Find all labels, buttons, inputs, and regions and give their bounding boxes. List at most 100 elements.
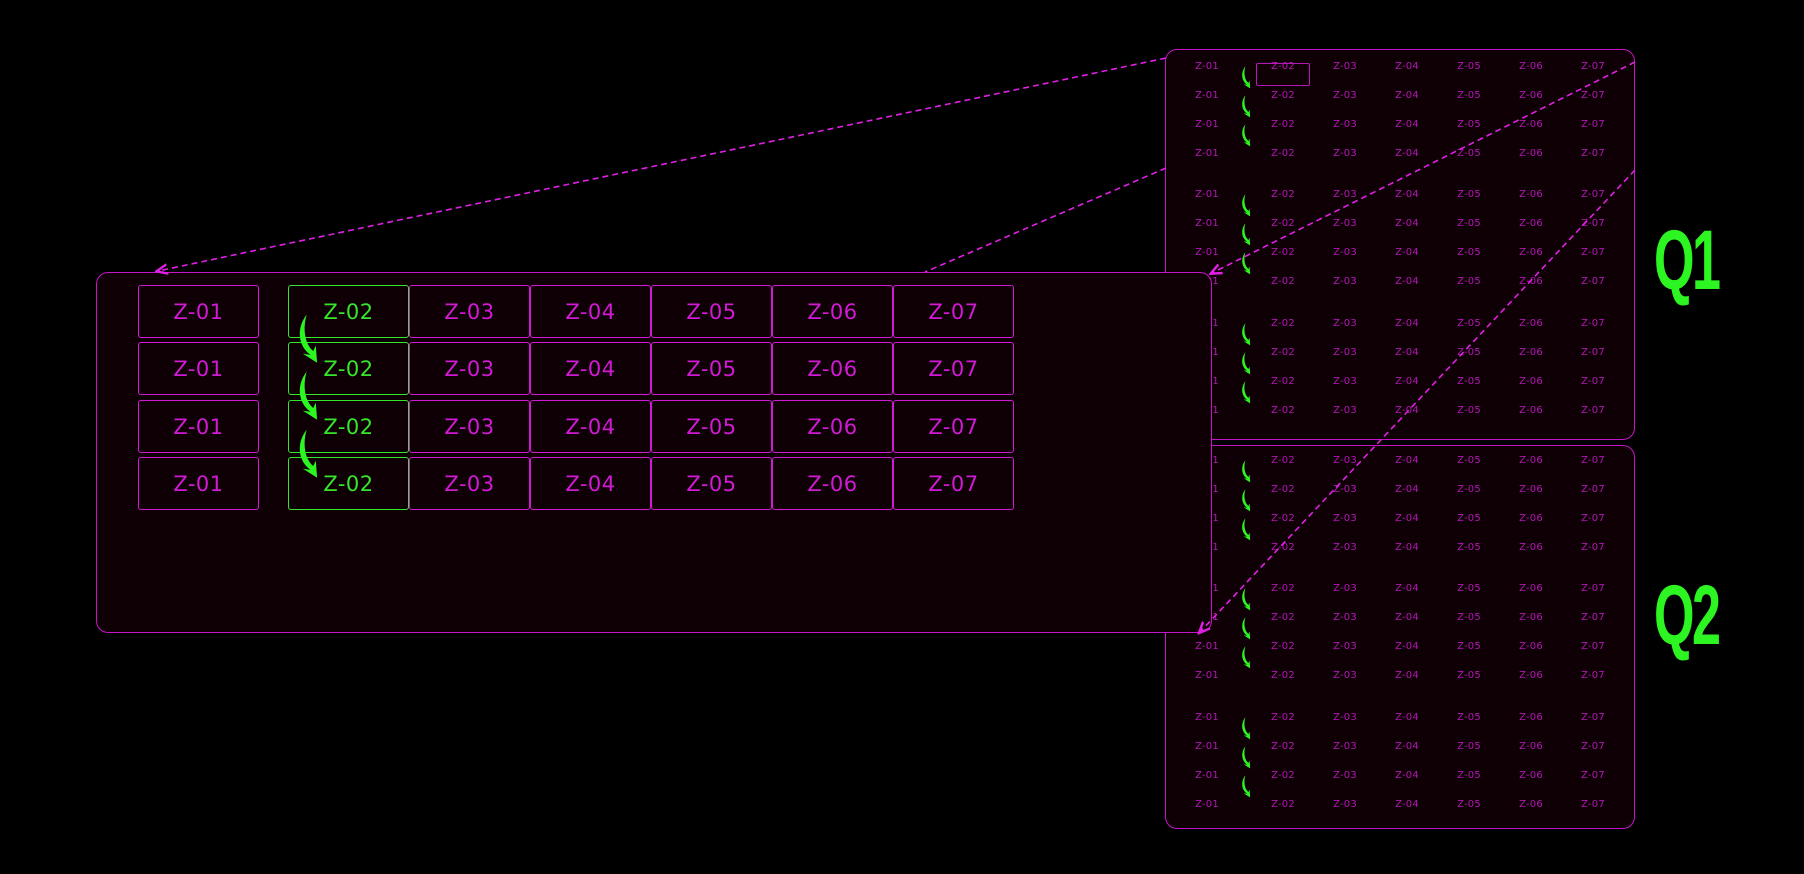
mini-zone-cell-z-02[interactable]: Z-02 <box>1271 276 1295 287</box>
mini-zone-cell-z-05[interactable]: Z-05 <box>1457 670 1481 681</box>
mini-zone-cell-z-01[interactable]: Z-01 <box>1195 641 1219 652</box>
mini-zone-cell-z-03[interactable]: Z-03 <box>1333 542 1357 553</box>
mini-zone-cell-z-07[interactable]: Z-07 <box>1581 148 1605 159</box>
mini-zone-cell-z-07[interactable]: Z-07 <box>1581 61 1605 72</box>
mini-zone-cell-z-05[interactable]: Z-05 <box>1457 612 1481 623</box>
mini-zone-cell-z-07[interactable]: Z-07 <box>1581 247 1605 258</box>
mini-zone-cell-z-06[interactable]: Z-06 <box>1519 276 1543 287</box>
mini-zone-cell-z-03[interactable]: Z-03 <box>1333 318 1357 329</box>
mini-zone-cell-z-02[interactable]: Z-02 <box>1271 799 1295 810</box>
mini-zone-cell-z-04[interactable]: Z-04 <box>1395 318 1419 329</box>
mini-zone-cell-z-05[interactable]: Z-05 <box>1457 405 1481 416</box>
mini-zone-cell-z-04[interactable]: Z-04 <box>1395 542 1419 553</box>
mini-zone-cell-z-07[interactable]: Z-07 <box>1581 276 1605 287</box>
mini-zone-cell-z-07[interactable]: Z-07 <box>1581 90 1605 101</box>
mini-zone-cell-z-05[interactable]: Z-05 <box>1457 189 1481 200</box>
mini-zone-cell-z-07[interactable]: Z-07 <box>1581 513 1605 524</box>
mini-zone-cell-z-05[interactable]: Z-05 <box>1457 484 1481 495</box>
mini-zone-cell-z-04[interactable]: Z-04 <box>1395 583 1419 594</box>
mini-zone-cell-z-05[interactable]: Z-05 <box>1457 542 1481 553</box>
mini-zone-cell-z-05[interactable]: Z-05 <box>1457 276 1481 287</box>
mini-zone-cell-z-01[interactable]: Z-01 <box>1195 218 1219 229</box>
mini-zone-cell-z-05[interactable]: Z-05 <box>1457 247 1481 258</box>
mini-zone-cell-z-02[interactable]: Z-02 <box>1271 318 1295 329</box>
mini-zone-cell-z-03[interactable]: Z-03 <box>1333 347 1357 358</box>
mini-zone-cell-z-01[interactable]: Z-01 <box>1195 61 1219 72</box>
mini-zone-cell-z-04[interactable]: Z-04 <box>1395 513 1419 524</box>
mini-zone-cell-z-06[interactable]: Z-06 <box>1519 513 1543 524</box>
mini-zone-cell-z-06[interactable]: Z-06 <box>1519 641 1543 652</box>
mini-zone-cell-z-04[interactable]: Z-04 <box>1395 484 1419 495</box>
mini-zone-cell-z-05[interactable]: Z-05 <box>1457 712 1481 723</box>
mini-zone-cell-z-04[interactable]: Z-04 <box>1395 455 1419 466</box>
mini-zone-cell-z-04[interactable]: Z-04 <box>1395 148 1419 159</box>
mini-zone-cell-z-07[interactable]: Z-07 <box>1581 799 1605 810</box>
mini-zone-cell-z-02[interactable]: Z-02 <box>1271 741 1295 752</box>
mini-zone-cell-z-07[interactable]: Z-07 <box>1581 712 1605 723</box>
mini-zone-cell-z-03[interactable]: Z-03 <box>1333 218 1357 229</box>
mini-zone-cell-z-05[interactable]: Z-05 <box>1457 770 1481 781</box>
mini-zone-cell-z-03[interactable]: Z-03 <box>1333 712 1357 723</box>
mini-zone-cell-z-03[interactable]: Z-03 <box>1333 61 1357 72</box>
zone-cell-z-04[interactable]: Z-04 <box>530 457 651 510</box>
mini-zone-cell-z-02[interactable]: Z-02 <box>1271 189 1295 200</box>
mini-zone-cell-z-06[interactable]: Z-06 <box>1519 318 1543 329</box>
mini-zone-cell-z-04[interactable]: Z-04 <box>1395 670 1419 681</box>
mini-zone-cell-z-01[interactable]: Z-01 <box>1195 119 1219 130</box>
zone-cell-z-02[interactable]: Z-02 <box>288 285 409 338</box>
mini-zone-cell-z-01[interactable]: Z-01 <box>1195 799 1219 810</box>
mini-zone-cell-z-05[interactable]: Z-05 <box>1457 741 1481 752</box>
mini-zone-cell-z-02[interactable]: Z-02 <box>1271 347 1295 358</box>
mini-zone-cell-z-05[interactable]: Z-05 <box>1457 347 1481 358</box>
mini-zone-cell-z-04[interactable]: Z-04 <box>1395 276 1419 287</box>
mini-zone-cell-z-06[interactable]: Z-06 <box>1519 61 1543 72</box>
mini-zone-cell-z-05[interactable]: Z-05 <box>1457 119 1481 130</box>
mini-zone-cell-z-04[interactable]: Z-04 <box>1395 90 1419 101</box>
mini-zone-cell-z-07[interactable]: Z-07 <box>1581 583 1605 594</box>
mini-zone-cell-z-02[interactable]: Z-02 <box>1271 641 1295 652</box>
mini-zone-cell-z-01[interactable]: Z-01 <box>1195 247 1219 258</box>
mini-zone-cell-z-03[interactable]: Z-03 <box>1333 741 1357 752</box>
mini-zone-cell-z-07[interactable]: Z-07 <box>1581 376 1605 387</box>
mini-zone-cell-z-03[interactable]: Z-03 <box>1333 376 1357 387</box>
mini-zone-cell-z-06[interactable]: Z-06 <box>1519 455 1543 466</box>
zone-cell-z-05[interactable]: Z-05 <box>651 342 772 395</box>
mini-zone-cell-z-01[interactable]: Z-01 <box>1195 770 1219 781</box>
mini-zone-cell-z-03[interactable]: Z-03 <box>1333 148 1357 159</box>
mini-zone-cell-z-02[interactable]: Z-02 <box>1271 376 1295 387</box>
mini-zone-cell-z-04[interactable]: Z-04 <box>1395 347 1419 358</box>
mini-zone-cell-z-01[interactable]: Z-01 <box>1195 741 1219 752</box>
mini-zone-cell-z-03[interactable]: Z-03 <box>1333 770 1357 781</box>
zone-cell-z-05[interactable]: Z-05 <box>651 400 772 453</box>
zone-cell-z-06[interactable]: Z-06 <box>772 400 893 453</box>
zone-cell-z-03[interactable]: Z-03 <box>409 400 530 453</box>
zone-cell-z-07[interactable]: Z-07 <box>893 342 1014 395</box>
mini-zone-cell-z-06[interactable]: Z-06 <box>1519 189 1543 200</box>
mini-zone-cell-z-04[interactable]: Z-04 <box>1395 376 1419 387</box>
mini-zone-cell-z-06[interactable]: Z-06 <box>1519 119 1543 130</box>
zone-cell-z-06[interactable]: Z-06 <box>772 342 893 395</box>
mini-zone-cell-z-05[interactable]: Z-05 <box>1457 455 1481 466</box>
zone-cell-z-01[interactable]: Z-01 <box>138 285 259 338</box>
mini-zone-cell-z-04[interactable]: Z-04 <box>1395 712 1419 723</box>
mini-zone-cell-z-04[interactable]: Z-04 <box>1395 189 1419 200</box>
mini-zone-cell-z-04[interactable]: Z-04 <box>1395 770 1419 781</box>
mini-zone-cell-z-06[interactable]: Z-06 <box>1519 376 1543 387</box>
mini-zone-cell-z-07[interactable]: Z-07 <box>1581 455 1605 466</box>
zone-cell-z-06[interactable]: Z-06 <box>772 285 893 338</box>
mini-zone-cell-z-07[interactable]: Z-07 <box>1581 218 1605 229</box>
mini-zone-cell-z-06[interactable]: Z-06 <box>1519 583 1543 594</box>
mini-zone-cell-z-03[interactable]: Z-03 <box>1333 799 1357 810</box>
mini-zone-cell-z-01[interactable]: Z-01 <box>1195 712 1219 723</box>
mini-zone-cell-z-04[interactable]: Z-04 <box>1395 247 1419 258</box>
mini-zone-cell-z-06[interactable]: Z-06 <box>1519 247 1543 258</box>
mini-zone-cell-z-02[interactable]: Z-02 <box>1271 405 1295 416</box>
mini-zone-cell-z-03[interactable]: Z-03 <box>1333 276 1357 287</box>
mini-zone-cell-z-01[interactable]: Z-01 <box>1195 189 1219 200</box>
mini-zone-cell-z-07[interactable]: Z-07 <box>1581 347 1605 358</box>
zone-cell-z-04[interactable]: Z-04 <box>530 285 651 338</box>
mini-zone-cell-z-02[interactable]: Z-02 <box>1271 119 1295 130</box>
mini-zone-cell-z-03[interactable]: Z-03 <box>1333 455 1357 466</box>
mini-zone-cell-z-06[interactable]: Z-06 <box>1519 148 1543 159</box>
mini-zone-cell-z-02[interactable]: Z-02 <box>1271 612 1295 623</box>
